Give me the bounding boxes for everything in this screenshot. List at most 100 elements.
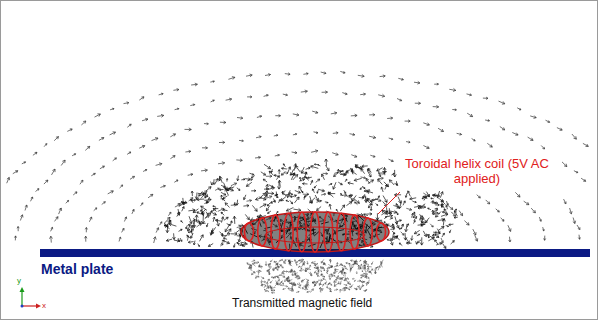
field-arrow — [347, 282, 350, 285]
field-arrow-head — [349, 195, 352, 198]
field-arrow — [322, 284, 323, 287]
field-arrow-head — [252, 273, 254, 275]
field-arrow-head — [161, 114, 164, 117]
field-arrow-head — [391, 218, 392, 219]
field-arrow-head — [437, 83, 439, 85]
field-arrow — [421, 224, 425, 226]
field-arrow-head — [335, 153, 338, 156]
field-arrow-head — [180, 240, 182, 242]
field-arrow — [276, 192, 277, 196]
field-arrow-head — [282, 266, 284, 268]
field-arrow — [398, 78, 403, 79]
field-arrow — [311, 261, 315, 263]
field-arrow — [448, 206, 453, 210]
field-arrow — [66, 200, 69, 203]
field-arrow — [332, 274, 335, 276]
field-arrow-head — [384, 222, 385, 223]
field-arrow — [18, 227, 19, 232]
field-arrow — [341, 194, 343, 196]
field-arrow-head — [373, 155, 375, 157]
field-arrow-head — [285, 94, 287, 96]
field-arrow — [253, 263, 256, 266]
field-arrow-head — [256, 197, 259, 200]
field-arrow — [292, 152, 297, 154]
field-arrow-head — [417, 241, 419, 243]
field-arrow — [451, 241, 455, 245]
field-arrow-head — [267, 204, 269, 206]
field-arrow-head — [316, 198, 319, 201]
field-arrow — [385, 184, 387, 189]
field-arrow-head — [346, 284, 348, 286]
field-arrow-head — [396, 183, 398, 185]
field-arrow-head — [478, 196, 480, 198]
field-arrow-head — [294, 260, 296, 262]
field-arrow-head — [401, 224, 403, 227]
field-arrow-head — [543, 229, 545, 231]
field-arrow-head — [342, 205, 345, 208]
field-arrow — [579, 235, 581, 240]
field-arrow-head — [306, 73, 308, 75]
field-arrow — [206, 212, 208, 215]
field-arrow-head — [213, 81, 215, 83]
field-arrow — [376, 267, 378, 269]
field-arrow — [405, 121, 411, 122]
field-arrow-head — [336, 132, 338, 135]
field-arrow — [173, 89, 179, 91]
field-arrow — [192, 191, 193, 196]
field-arrow — [215, 179, 219, 185]
field-arrow-head — [282, 173, 284, 175]
field-arrow-head — [249, 200, 251, 202]
field-arrow-head — [391, 117, 393, 120]
field-arrow — [325, 201, 328, 203]
field-arrow-head — [329, 204, 331, 206]
field-arrow — [227, 224, 230, 226]
field-arrow-head — [360, 264, 362, 266]
field-arrow-head — [59, 208, 62, 211]
field-arrow-head — [283, 273, 285, 275]
field-arrow-head — [159, 163, 162, 166]
field-arrow — [530, 116, 536, 118]
field-arrow-head — [428, 237, 429, 239]
field-arrow — [384, 217, 386, 220]
field-arrow-head — [438, 231, 441, 234]
field-arrow-head — [190, 226, 193, 229]
field-arrow — [179, 229, 183, 231]
field-arrow — [423, 123, 429, 125]
field-arrow-head — [279, 200, 281, 202]
field-arrow — [296, 166, 301, 172]
field-arrow-head — [470, 114, 473, 117]
field-arrow-head — [237, 179, 239, 181]
field-arrow — [20, 215, 22, 221]
field-arrow-head — [373, 113, 375, 116]
field-arrow — [251, 190, 256, 191]
field-arrow — [311, 151, 318, 153]
field-arrow-head — [299, 284, 301, 286]
field-arrow-head — [235, 232, 238, 235]
field-arrow-head — [298, 291, 299, 292]
field-arrow — [340, 71, 345, 73]
field-arrow-head — [303, 261, 305, 263]
field-arrow-head — [454, 217, 456, 219]
field-arrow — [352, 171, 357, 175]
field-arrow-head — [385, 171, 386, 173]
field-arrow-head — [383, 75, 385, 78]
field-arrow — [392, 231, 395, 234]
field-arrow — [261, 172, 266, 175]
field-arrow-head — [410, 197, 413, 200]
field-arrow — [378, 178, 383, 179]
field-arrow — [372, 262, 373, 265]
field-arrow-head — [414, 231, 417, 234]
field-arrow — [414, 212, 416, 216]
field-arrow — [428, 235, 432, 238]
field-arrow — [294, 164, 296, 171]
field-arrow — [426, 192, 429, 197]
field-arrow-head — [308, 167, 310, 169]
field-arrow-head — [502, 127, 505, 129]
field-arrow — [178, 209, 179, 215]
field-arrow — [449, 224, 454, 226]
field-arrow-head — [223, 186, 225, 188]
field-arrow-head — [283, 271, 284, 272]
field-arrow — [543, 227, 544, 231]
field-arrow-head — [236, 203, 239, 205]
field-arrow-head — [460, 213, 463, 216]
